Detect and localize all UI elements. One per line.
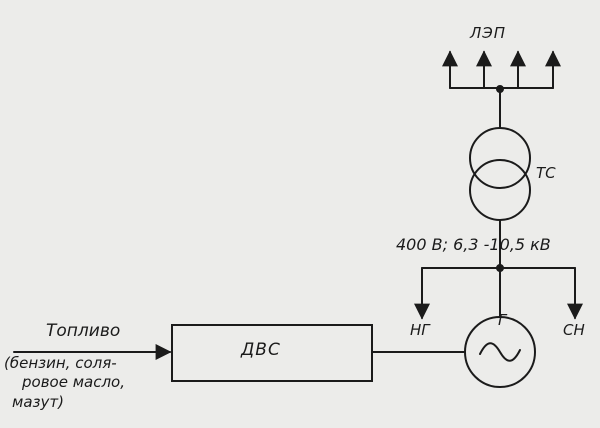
transformer-winding-upper [469, 127, 531, 189]
aux-sn-label: СН [563, 321, 585, 339]
transformer-winding-lower [469, 159, 531, 221]
generator-ac-symbol [479, 342, 521, 362]
fuel-types-line-3: мазут) [12, 393, 64, 411]
fuel-label: Топливо [46, 321, 121, 341]
power-line-label: ЛЭП [470, 24, 507, 42]
engine-box [171, 324, 373, 382]
transformer-label: ТС [536, 164, 556, 182]
fuel-types-line-2: ровое масло, [22, 373, 126, 391]
voltage-label: 400 В; 6,3 -10,5 кВ [396, 235, 551, 254]
load-ng-label: НГ [410, 321, 430, 339]
generator-label: Г [498, 311, 507, 329]
fuel-types-line-1: (бензин, соля- [4, 354, 117, 372]
engine-label: ДВС [241, 340, 281, 360]
